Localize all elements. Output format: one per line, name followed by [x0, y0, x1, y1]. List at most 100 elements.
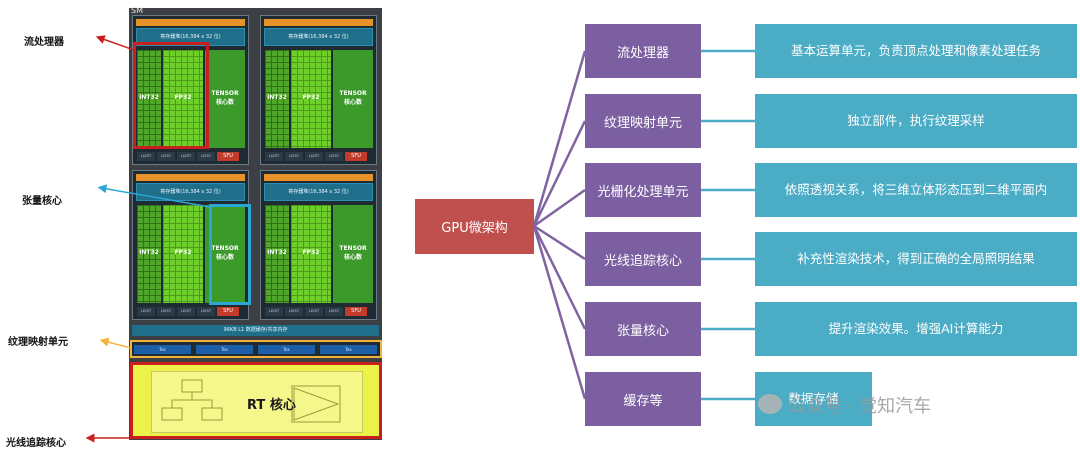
sm-label: SM [131, 6, 143, 15]
sm-processing-block: 寄存器堆(16,384 x 32 位) INT32 FP32 TENSOR 核心数 LD… [260, 15, 377, 165]
sfu-unit: SFU [345, 307, 367, 316]
ldst-unit: LD/ST [137, 152, 155, 161]
sfu-unit: SFU [217, 152, 239, 161]
leaf-node: 依照透视关系，将三维立体形态压到二维平面内 [755, 163, 1077, 217]
warp-scheduler-bar [136, 19, 245, 26]
ldst-unit: LD/ST [197, 152, 215, 161]
ldst-unit: LD/ST [177, 307, 195, 316]
arrow-tensor-core [97, 184, 211, 208]
leaf-node: 数据存储 [755, 372, 872, 426]
root-connector [533, 188, 586, 228]
tensor-core-highlight [209, 204, 251, 305]
sm-processing-block: 寄存器堆(16,384 x 32 位) INT32 FP32 TENSOR 核心数 LD… [132, 15, 249, 165]
leaf-node: 补充性渲染技术，得到正确的全局照明结果 [755, 232, 1077, 286]
mindmap-root: GPU微架构 [415, 199, 534, 254]
ldst-unit: LD/ST [157, 152, 175, 161]
watermark-text: 公众号 · 觉知汽车 [788, 396, 932, 417]
arrow-texture-unit [99, 337, 132, 349]
tensor-label: TENSOR 核心数 [211, 90, 239, 106]
fp32-units: FP32 [291, 205, 331, 303]
tensor-core-units: TENSOR 核心数 [333, 50, 373, 148]
fp32-units: FP32 [163, 205, 203, 303]
branch-node: 缓存等 [585, 372, 701, 426]
watermark: 公众号 · 觉知汽车 [758, 392, 931, 418]
leaf-node: 基本运算单元，负责顶点处理和像素处理任务 [755, 24, 1077, 78]
rt-core-label: RT 核心 [247, 398, 296, 413]
ldst-unit: LD/ST [285, 307, 303, 316]
label-rt-core: 光线追踪核心 [6, 438, 66, 449]
int32-label: INT32 [267, 94, 287, 101]
ldst-unit: LD/ST [265, 152, 283, 161]
ldst-unit: LD/ST [177, 152, 195, 161]
branch-node: 光栅化处理单元 [585, 163, 701, 217]
wechat-icon [758, 394, 782, 414]
sfu-unit: SFU [217, 307, 239, 316]
sm-processing-block: 寄存器堆(16,384 x 32 位) INT32 FP32 TENSOR 核心数 LD… [260, 170, 377, 320]
tex-unit: Tex [258, 345, 315, 354]
warp-scheduler-bar [136, 174, 245, 181]
ldst-unit: LD/ST [137, 307, 155, 316]
register-file: 寄存器堆(16,384 x 32 位) [264, 28, 373, 46]
arrow-stream-processor [95, 35, 135, 51]
tensor-core-units: TENSOR 核心数 [205, 50, 245, 148]
leaf-node: 独立部件，执行纹理采样 [755, 94, 1077, 148]
stream-processor-highlight [133, 42, 209, 149]
int32-label: INT32 [267, 249, 287, 256]
int32-units: INT32 [265, 205, 289, 303]
int32-units: INT32 [265, 50, 289, 148]
fp32-label: FP32 [174, 94, 192, 101]
pointer-arrows [85, 35, 211, 443]
ldst-unit: LD/ST [305, 307, 323, 316]
register-file: 寄存器堆(16,384 x 32 位) [136, 183, 245, 201]
tensor-label: TENSOR 核心数 [211, 245, 239, 261]
branch-node: 纹理映射单元 [585, 94, 701, 148]
label-tensor-core: 张量核心 [22, 196, 62, 207]
rt-core-inner: RT 核心 [151, 371, 363, 433]
rt-core-icons [161, 379, 341, 423]
tensor-label: TENSOR 核心数 [339, 245, 367, 261]
root-connector [532, 50, 587, 227]
tex-unit: Tex [196, 345, 253, 354]
l1-cache-bar: 96KB L1 数据缓存/共享内存 [132, 325, 379, 336]
sfu-unit: SFU [345, 152, 367, 161]
register-file: 寄存器堆(16,384 x 32 位) [264, 183, 373, 201]
ldst-unit: LD/ST [265, 307, 283, 316]
fp32-units: FP32 [291, 50, 331, 148]
ldst-unit: LD/ST [197, 307, 215, 316]
tex-unit: Tex [134, 345, 191, 354]
branch-node: 张量核心 [585, 302, 701, 356]
int32-units: INT32 [137, 205, 161, 303]
fp32-units: FP32 [163, 50, 203, 148]
root-connector [532, 225, 587, 330]
leaf-node: 提升渲染效果。增强AI计算能力 [755, 302, 1077, 356]
root-connector [532, 225, 587, 400]
ldst-unit: LD/ST [325, 307, 343, 316]
int32-units: INT32 [137, 50, 161, 148]
tensor-core-units: TENSOR 核心数 [333, 205, 373, 303]
ldst-unit: LD/ST [325, 152, 343, 161]
sm-processing-block: 寄存器堆(16,384 x 32 位) INT32 FP32 TENSOR 核心数 LD… [132, 170, 249, 320]
ldst-unit: LD/ST [157, 307, 175, 316]
tensor-label: TENSOR 核心数 [339, 90, 367, 106]
tex-unit: Tex [320, 345, 377, 354]
label-texture-unit: 纹理映射单元 [8, 337, 68, 348]
root-connector [532, 120, 587, 227]
int32-label: INT32 [139, 249, 159, 256]
branch-node: 光线追踪核心 [585, 232, 701, 286]
root-connector [533, 224, 586, 261]
texture-unit-row: Tex Tex Tex Tex [130, 340, 382, 358]
label-stream-processor: 流处理器 [24, 37, 64, 48]
warp-scheduler-bar [264, 19, 373, 26]
int32-label: INT32 [139, 94, 159, 101]
register-file: 寄存器堆(16,384 x 32 位) [136, 28, 245, 46]
fp32-label: FP32 [302, 94, 320, 101]
ldst-unit: LD/ST [285, 152, 303, 161]
fp32-label: FP32 [302, 249, 320, 256]
fp32-label: FP32 [174, 249, 192, 256]
branch-node: 流处理器 [585, 24, 701, 78]
